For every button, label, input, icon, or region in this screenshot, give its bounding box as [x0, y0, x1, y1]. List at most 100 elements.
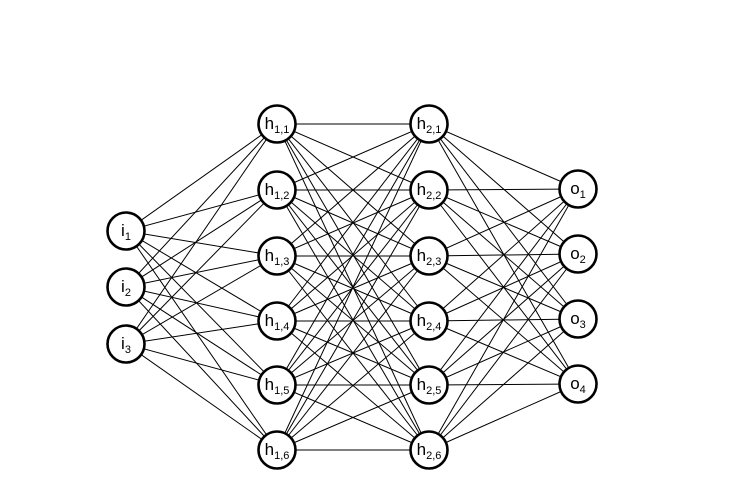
node-label-base: h	[417, 311, 426, 330]
node-h-1-5: h1,5	[257, 365, 297, 405]
node-group: i1i2i3h1,1h1,2h1,3h1,4h1,5h1,6h2,1h2,2h2…	[106, 104, 598, 470]
node-label-base: h	[265, 375, 274, 394]
node-label-subscript: 3	[580, 319, 586, 331]
edge-input-3-to-hidden-1-5	[125, 343, 278, 386]
node-circle	[409, 170, 449, 210]
node-label-subscript: 4	[580, 384, 586, 396]
node-label-base: o	[570, 309, 579, 328]
node-label: o1	[570, 179, 586, 201]
node-label-base: i	[121, 334, 125, 353]
node-label: o2	[570, 244, 586, 266]
node-label-subscript: 1,2	[274, 190, 289, 202]
node-label: h1,6	[265, 440, 290, 462]
edge-group	[125, 123, 579, 451]
edge-input-1-to-hidden-1-5	[125, 230, 278, 386]
node-circle	[257, 430, 297, 470]
edge-input-2-to-hidden-1-6	[125, 286, 278, 451]
node-circle	[106, 324, 146, 364]
edge-input-1-to-hidden-1-2	[125, 189, 278, 232]
node-circle	[409, 104, 449, 144]
node-circle	[558, 364, 598, 404]
node-circle	[409, 430, 449, 470]
edge-input-2-to-hidden-1-5	[125, 286, 278, 386]
node-label-subscript: 2,6	[426, 450, 441, 462]
node-h-1-1: h1,1	[257, 104, 297, 144]
edge-hidden-1-6-to-hidden-2-1	[276, 123, 430, 451]
node-label-subscript: 3	[125, 344, 131, 356]
node-label-subscript: 2,3	[426, 256, 441, 268]
edge-input-3-to-hidden-1-1	[125, 123, 278, 345]
node-circle	[558, 299, 598, 339]
edge-input-1-to-hidden-1-1	[125, 123, 278, 232]
node-o-1: o1	[558, 169, 598, 209]
edge-input-2-to-hidden-1-1	[125, 123, 278, 288]
node-circle	[558, 169, 598, 209]
node-circle	[409, 301, 449, 341]
node-h-2-6: h2,6	[409, 430, 449, 470]
node-circle	[106, 211, 146, 251]
node-o-4: o4	[558, 364, 598, 404]
node-circle	[257, 236, 297, 276]
node-label: i1	[121, 221, 131, 243]
edge-hidden-1-3-to-hidden-2-1	[276, 123, 430, 257]
node-h-1-6: h1,6	[257, 430, 297, 470]
node-label: h2,4	[417, 311, 442, 333]
node-label-base: o	[570, 374, 579, 393]
node-o-2: o2	[558, 234, 598, 274]
node-label: h2,6	[417, 440, 442, 462]
edge-input-3-to-hidden-1-4	[125, 320, 278, 345]
edge-input-1-to-hidden-1-4	[125, 230, 278, 322]
edge-input-3-to-hidden-1-3	[125, 255, 278, 345]
node-label-subscript: 1	[580, 189, 586, 201]
node-circle	[257, 301, 297, 341]
node-h-2-2: h2,2	[409, 170, 449, 210]
node-label-subscript: 2,2	[426, 190, 441, 202]
node-label-base: h	[265, 114, 274, 133]
node-h-1-3: h1,3	[257, 236, 297, 276]
node-label-subscript: 2	[125, 287, 131, 299]
node-label-base: h	[417, 114, 426, 133]
node-circle	[409, 236, 449, 276]
node-label-subscript: 1,4	[274, 321, 289, 333]
edge-input-3-to-hidden-1-2	[125, 189, 278, 345]
node-label: h1,1	[265, 114, 290, 136]
node-i-3: i3	[106, 324, 146, 364]
node-label: o3	[570, 309, 586, 331]
edge-input-1-to-hidden-1-3	[125, 230, 278, 257]
edge-input-1-to-hidden-1-6	[125, 230, 278, 451]
node-h-2-4: h2,4	[409, 301, 449, 341]
node-label-base: h	[265, 311, 274, 330]
node-circle	[558, 234, 598, 274]
node-label-subscript: 2,4	[426, 321, 441, 333]
node-label: o4	[570, 374, 586, 396]
node-circle	[106, 267, 146, 307]
node-label: h1,5	[265, 375, 290, 397]
node-o-3: o3	[558, 299, 598, 339]
edge-input-2-to-hidden-1-2	[125, 189, 278, 288]
edge-hidden-2-1-to-output-1	[428, 123, 579, 190]
edge-hidden-1-2-to-hidden-2-1	[276, 123, 430, 191]
node-label-base: h	[417, 246, 426, 265]
node-h-1-2: h1,2	[257, 170, 297, 210]
node-i-2: i2	[106, 267, 146, 307]
edge-hidden-2-5-to-output-1	[428, 188, 579, 386]
node-label-subscript: 1,1	[274, 124, 289, 136]
edge-hidden-2-6-to-output-2	[428, 253, 579, 451]
node-label-base: i	[121, 277, 125, 296]
edge-hidden-2-6-to-output-1	[428, 188, 579, 451]
edge-hidden-2-3-to-output-1	[428, 188, 579, 257]
node-label-base: h	[265, 440, 274, 459]
node-circle	[257, 170, 297, 210]
node-label-base: h	[265, 246, 274, 265]
node-label-subscript: 2,1	[426, 124, 441, 136]
node-label: h1,2	[265, 180, 290, 202]
node-circle	[409, 365, 449, 405]
node-label-subscript: 2,5	[426, 385, 441, 397]
edge-hidden-1-6-to-hidden-2-5	[276, 384, 430, 451]
node-label: h1,4	[265, 311, 290, 333]
node-circle	[257, 365, 297, 405]
node-label: h2,3	[417, 246, 442, 268]
node-label: i3	[121, 334, 131, 356]
node-label-base: h	[417, 440, 426, 459]
